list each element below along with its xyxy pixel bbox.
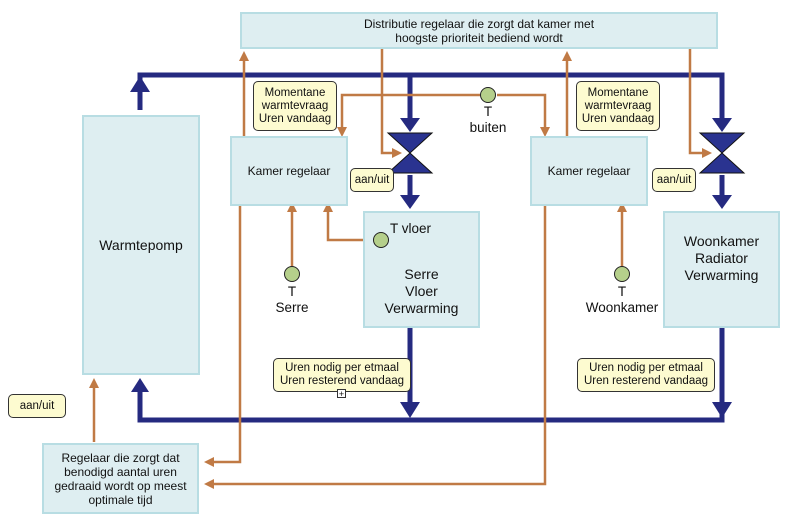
pipe-arrows xyxy=(130,76,732,418)
arrow-down-serre xyxy=(400,195,420,209)
distribution-controller: Distributie regelaar die zorgt dat kamer… xyxy=(240,12,718,49)
sensor-floor xyxy=(373,232,389,248)
room-controller-right: Kamer regelaar xyxy=(530,136,648,206)
label-serre: T Serre xyxy=(275,284,309,315)
callout-valve-right: aan/uit xyxy=(652,168,696,192)
valve-right xyxy=(698,132,746,174)
heatpump-box: Warmtepomp xyxy=(82,115,200,375)
callout-valve-left: aan/uit xyxy=(350,168,394,192)
living-radiator-heating: Woonkamer Radiator Verwarming xyxy=(663,211,780,328)
callout-demand-right: Momentane warmtevraag Uren vandaag xyxy=(576,81,660,131)
sensor-living xyxy=(614,266,630,282)
arrow-up-return-heatpump xyxy=(131,378,149,392)
callout-hours-left: Uren nodig per etmaal Uren resterend van… xyxy=(273,358,411,392)
arrow-up-heatpump xyxy=(130,76,150,92)
signal-lines xyxy=(89,47,712,489)
callout-hours-right: Uren nodig per etmaal Uren resterend van… xyxy=(577,358,715,392)
expand-icon[interactable]: + xyxy=(337,389,346,399)
label-living: T Woonkamer xyxy=(585,284,659,315)
room-controller-left: Kamer regelaar xyxy=(230,136,348,206)
arrow-down-living xyxy=(712,195,732,209)
callout-demand-left: Momentane warmtevraag Uren vandaag xyxy=(253,81,337,131)
arrow-down-return-left xyxy=(400,402,420,418)
sensor-outside xyxy=(480,87,496,103)
arrow-down-return-right xyxy=(712,402,732,418)
hours-controller: Regelaar die zorgt dat benodigd aantal u… xyxy=(42,443,199,514)
serre-floor-heating: Serre Vloer Verwarming xyxy=(363,211,480,328)
callout-heatpump-onoff: aan/uit xyxy=(8,394,66,418)
valve-left xyxy=(386,132,434,174)
label-floor: T vloer xyxy=(390,221,432,236)
sensor-serre xyxy=(284,266,300,282)
label-outside: T buiten xyxy=(469,104,507,135)
arrow-down-valve-right xyxy=(712,118,732,132)
arrow-down-valve-left xyxy=(400,118,420,132)
